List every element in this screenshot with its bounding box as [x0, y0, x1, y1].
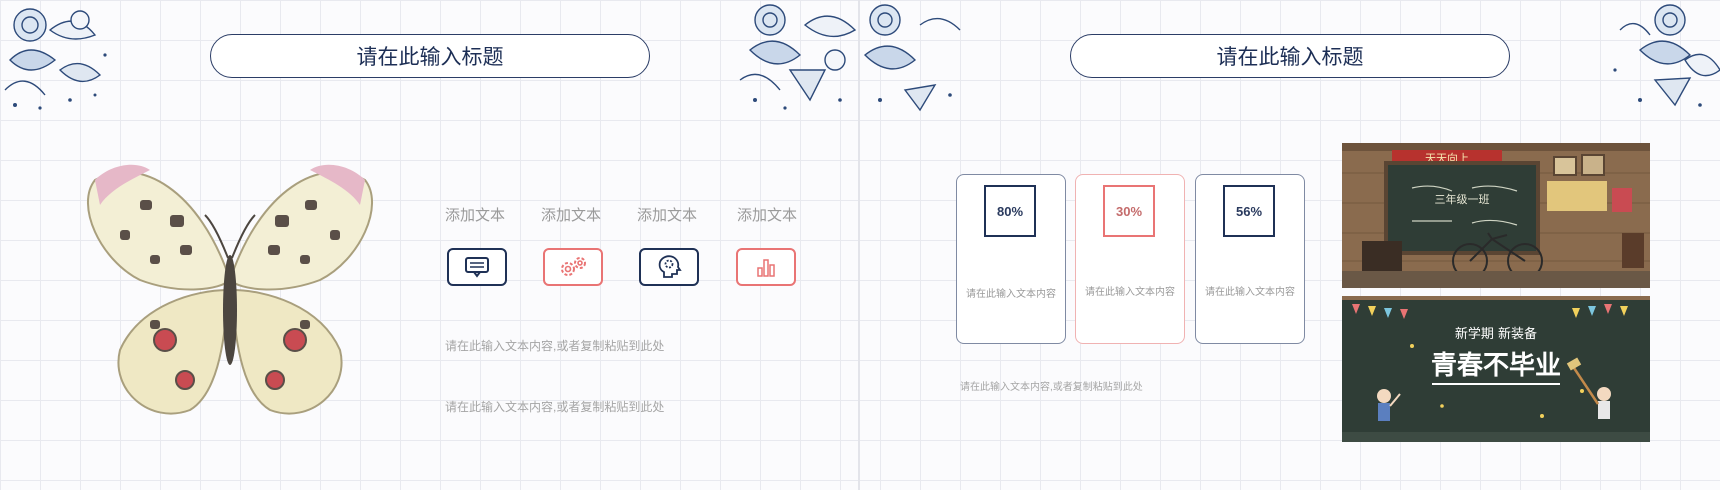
- butterfly-image: [86, 164, 374, 415]
- feature-label-2: 添加文本: [540, 207, 601, 224]
- feature-box-2: [543, 248, 603, 286]
- stat-text-1: 请在此输入文本内容: [966, 289, 1056, 300]
- floral-decoration-top-right: [1613, 4, 1720, 107]
- stat-text-2: 请在此输入文本内容: [1085, 287, 1175, 298]
- classroom-photo: 天天向上 三年级一班: [1342, 143, 1650, 288]
- stat-text-3: 请在此输入文本内容: [1205, 287, 1295, 298]
- left-body-text-1: 请在此输入文本内容,或者复制粘贴到此处: [445, 339, 665, 353]
- right-slide-title: 请在此输入标题: [1070, 34, 1510, 78]
- youth-chalkboard-image: 新学期 新装备 青春不毕业: [1342, 296, 1650, 442]
- stat-percent-1: 80%: [984, 185, 1036, 237]
- chat-box-icon: [465, 257, 489, 278]
- feature-label-3: 添加文本: [636, 207, 697, 224]
- stat-card-1: 80% 请在此输入文本内容: [956, 174, 1066, 344]
- stat-percent-3: 56%: [1223, 185, 1275, 237]
- stat-card-3: 56% 请在此输入文本内容: [1195, 174, 1305, 344]
- bar-chart-icon: [757, 259, 775, 277]
- slide-left: 请在此输入标题 添加文本 添加文本 添加文本 添加文本: [0, 0, 858, 490]
- slide-divider: [858, 0, 860, 490]
- feature-box-1: [447, 248, 507, 286]
- right-body-text: 请在此输入文本内容,或者复制粘贴到此处: [960, 382, 1143, 393]
- floral-decoration-top-left: [863, 4, 961, 112]
- feature-box-4: [736, 248, 796, 286]
- chalkboard-headline-main: 青春不毕业: [1431, 351, 1561, 381]
- feature-box-3: [639, 248, 699, 286]
- head-gear-icon: [658, 255, 682, 278]
- gears-icon: [561, 257, 586, 276]
- feature-label-4: 添加文本: [736, 207, 797, 224]
- floral-decoration-top-center: [739, 4, 857, 110]
- left-slide-title: 请在此输入标题: [210, 34, 650, 78]
- stat-percent-2: 30%: [1103, 185, 1155, 237]
- chalkboard-headline-top: 新学期 新装备: [1455, 326, 1537, 342]
- floral-decoration-top-left: [4, 8, 107, 110]
- slide-right: 请在此输入标题 80% 请在此输入文本内容 30% 请在此输入文本内容 56% …: [860, 0, 1720, 490]
- chalkboard-text: 三年级一班: [1435, 192, 1490, 206]
- stat-card-2: 30% 请在此输入文本内容: [1075, 174, 1185, 344]
- left-body-text-2: 请在此输入文本内容,或者复制粘贴到此处: [445, 400, 665, 414]
- feature-label-1: 添加文本: [444, 207, 505, 224]
